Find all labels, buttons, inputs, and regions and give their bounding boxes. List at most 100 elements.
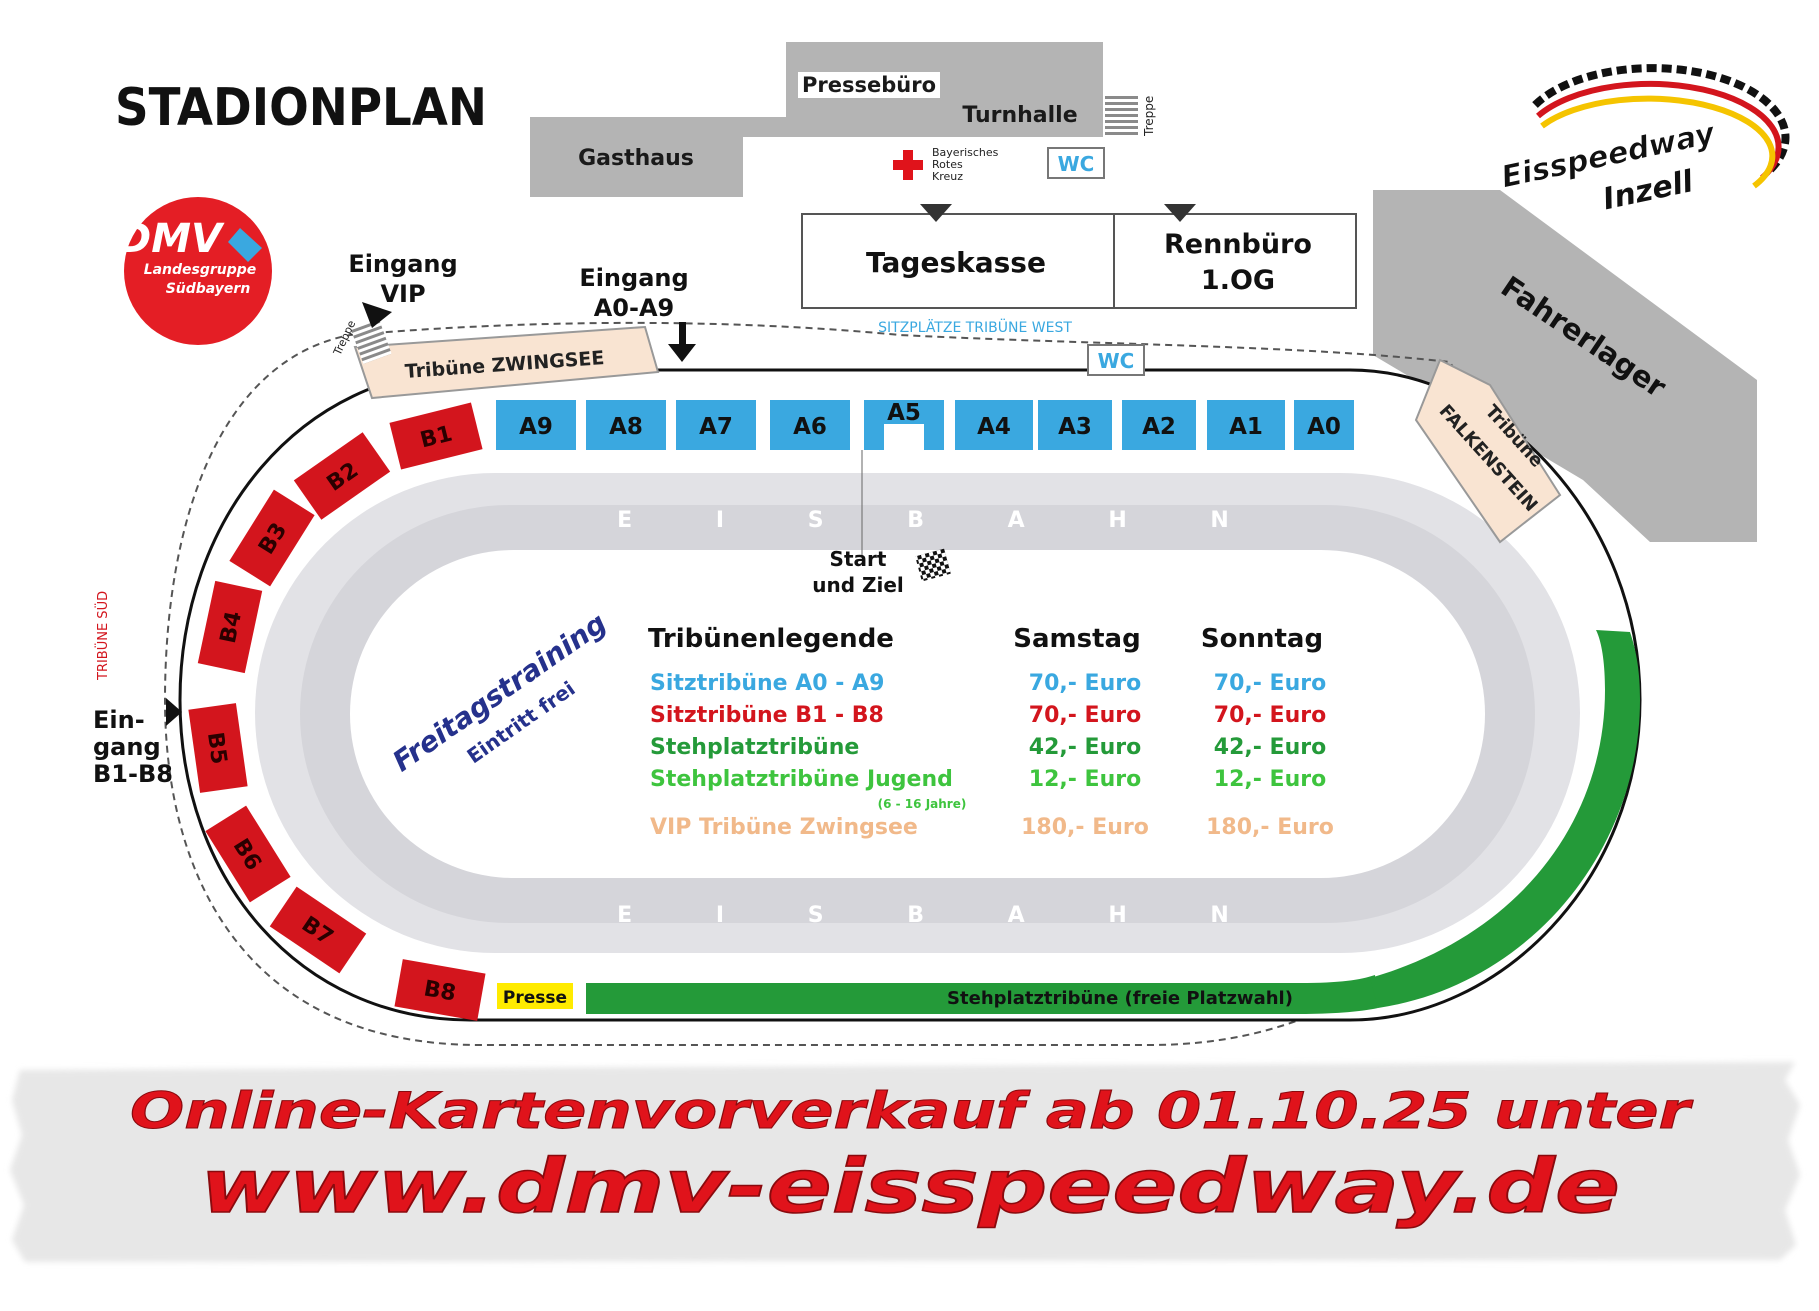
seat-section-label: A0: [1307, 414, 1341, 440]
seat-section-a7[interactable]: [676, 400, 756, 450]
legend-row-samstag: 42,- Euro: [1029, 735, 1141, 760]
seat-section-b5[interactable]: B5: [188, 703, 248, 793]
legend-row-sonntag: 70,- Euro: [1214, 671, 1326, 696]
seat-section-a0[interactable]: [1294, 400, 1354, 450]
seat-section-label: A3: [1058, 414, 1092, 440]
legend-row-samstag: 180,- Euro: [1021, 815, 1149, 840]
seat-section-b4[interactable]: B4: [197, 580, 263, 674]
seat-section-label: A4: [977, 414, 1011, 440]
stehplatz-label: Stehplatztribüne (freie Platzwahl): [947, 988, 1293, 1009]
seat-section-b2[interactable]: B2: [293, 432, 391, 520]
seat-section-b7[interactable]: B7: [269, 886, 367, 974]
seat-section-label: A8: [609, 414, 643, 440]
legend-row-sonntag: 70,- Euro: [1214, 703, 1326, 728]
tageskasse-label: Tageskasse: [866, 246, 1046, 279]
wc-track-label: WC: [1098, 349, 1135, 373]
tribune-zwingsee[interactable]: [353, 325, 660, 400]
seat-section-a6[interactable]: [770, 400, 850, 450]
eingang-b-label-1: Ein-: [93, 706, 145, 734]
seat-section-a1[interactable]: [1207, 400, 1285, 450]
legend-row-label: VIP Tribüne Zwingsee: [650, 815, 918, 840]
stehplatz-tribune-curve[interactable]: [1370, 630, 1640, 1008]
seat-section-a3[interactable]: [1038, 400, 1112, 450]
eingang-b-arrow-icon: [166, 698, 182, 726]
legend-jugend-note: (6 - 16 Jahre): [878, 797, 967, 811]
tribune-sued-label: TRIBÜNE SÜD: [94, 591, 111, 681]
sitzplaetze-west-label: SITZPLÄTZE TRIBÜNE WEST: [878, 318, 1072, 336]
seat-section-b3[interactable]: B3: [229, 489, 315, 587]
banner-background: [10, 1062, 1800, 1262]
brk-label-1: Bayerisches: [932, 146, 999, 159]
banner-line1: Online-Kartenvorverkauf ab 01.10.25 unte…: [130, 1082, 1694, 1140]
fahrerlager-building: [1373, 190, 1757, 542]
eingang-a-arrow-icon: [668, 322, 696, 362]
rennbuero-box: [1113, 213, 1357, 309]
seat-section-a2[interactable]: [1122, 400, 1196, 450]
seat-section-shape: [394, 959, 486, 1021]
dmv-logo-sub2: Südbayern: [166, 281, 251, 297]
pressebuero-label-box: [798, 72, 940, 98]
seat-section-shape: [269, 886, 367, 974]
legend-row: Sitztribüne B1 - B8 70,- Euro 70,- Euro: [650, 703, 1326, 728]
presse-label: Presse: [503, 988, 567, 1008]
seat-section-label: B5: [202, 731, 231, 766]
seat-section-label: A1: [1229, 414, 1263, 440]
eisbahn-label-bottom: E I S B A H N: [617, 903, 1267, 928]
legend-title: Tribünenlegende: [648, 624, 894, 654]
seat-section-a8[interactable]: [586, 400, 666, 450]
presse-area[interactable]: [497, 983, 573, 1009]
eisspeedway-inzell-logo: Eisspeedway Inzell: [1498, 64, 1790, 217]
legend-row-sonntag: 42,- Euro: [1214, 735, 1326, 760]
wc-top-label: WC: [1058, 152, 1095, 176]
presale-banner: Online-Kartenvorverkauf ab 01.10.25 unte…: [10, 1062, 1800, 1262]
legend-row-label: Stehplatztribüne: [650, 735, 859, 760]
eingang-a-label-1: Eingang: [579, 264, 688, 292]
seat-section-shape: [188, 703, 248, 793]
legend-row-label: Sitztribüne A0 - A9: [650, 671, 884, 696]
pressebuero-label: Pressebüro: [802, 73, 936, 97]
seat-section-a9[interactable]: [496, 400, 576, 450]
gasthaus-building: [530, 117, 743, 197]
gasthaus-label: Gasthaus: [578, 146, 694, 171]
seat-section-b1[interactable]: B1: [389, 402, 483, 470]
seat-section-label: A5: [887, 400, 921, 426]
seat-section-b8[interactable]: B8: [394, 959, 486, 1021]
treppe-top-label: Treppe: [1142, 96, 1156, 137]
eingang-a-label-2: A0-A9: [594, 294, 675, 322]
banner-line2: www.dmv-eisspeedway.de: [200, 1144, 1620, 1230]
dmv-logo-diamond-icon: [228, 228, 262, 262]
seat-section-shape: [293, 432, 391, 520]
seat-section-shape: [229, 489, 315, 587]
eisbahn-label-top: E I S B A H N: [617, 508, 1267, 533]
eingang-b-label-3: B1-B8: [93, 760, 173, 788]
legend-row-samstag: 70,- Euro: [1029, 703, 1141, 728]
legend-col-samstag: Samstag: [1013, 624, 1140, 654]
eingang-vip-label-1: Eingang: [348, 250, 457, 278]
rennbuero-marker-icon: [1164, 204, 1196, 222]
rennbuero-label-1: Rennbüro: [1164, 229, 1312, 260]
rennbuero-label-2: 1.OG: [1201, 265, 1275, 296]
eingang-b-label-2: gang: [93, 733, 161, 761]
seat-section-a4[interactable]: [955, 400, 1033, 450]
seat-section-a5-gap: [884, 424, 924, 450]
seat-section-b6[interactable]: B6: [205, 805, 291, 903]
stehplatz-tribune-bottom[interactable]: [586, 975, 1378, 1014]
legend-col-sonntag: Sonntag: [1201, 624, 1323, 654]
eingang-vip-label-2: VIP: [380, 280, 425, 308]
seat-section-label: A2: [1142, 414, 1176, 440]
brk-label-3: Kreuz: [932, 170, 963, 183]
price-legend: Tribünenlegende Samstag Sonntag Sitztrib…: [648, 624, 1334, 840]
seat-section-shape: [389, 402, 483, 470]
dmv-logo: DMV Landesgruppe Südbayern: [118, 197, 272, 345]
wc-track-box: [1087, 344, 1145, 376]
eingang-vip-arrow-icon: [362, 302, 392, 328]
legend-row-samstag: 12,- Euro: [1029, 767, 1141, 792]
dmv-logo-main: DMV: [118, 216, 225, 262]
legend-row-label: Stehplatztribüne Jugend: [650, 767, 953, 792]
tribune-falkenstein[interactable]: [1414, 358, 1562, 544]
legend-row-label: Sitztribüne B1 - B8: [650, 703, 884, 728]
